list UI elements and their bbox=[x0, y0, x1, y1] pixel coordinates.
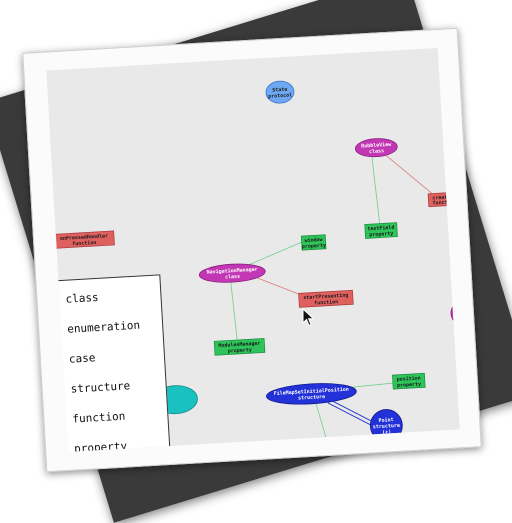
node-state-subtitle: protocol bbox=[268, 92, 292, 99]
node-point-extra: (+) bbox=[382, 429, 391, 436]
node-point-subtitle: structure bbox=[373, 423, 400, 431]
graph-canvas[interactable]: State protocol BubbleView class textFiel… bbox=[46, 47, 460, 452]
edge-file-down bbox=[315, 403, 327, 438]
node-create-title: create bbox=[432, 194, 450, 201]
node-window-title: window bbox=[304, 237, 323, 244]
node-onpressed[interactable]: onPressedHandler function bbox=[49, 230, 115, 249]
node-filemapsetinitialposition-subtitle: structure bbox=[298, 394, 325, 402]
edge-file-point-2 bbox=[327, 402, 374, 427]
node-navigationmanager[interactable]: NavigationManager class bbox=[198, 262, 266, 284]
legend-item-function: function bbox=[72, 409, 126, 426]
edge-file-point-1 bbox=[331, 400, 378, 425]
legend-box: class enumeration case structure functio… bbox=[46, 274, 173, 452]
node-window-subtitle: property bbox=[302, 243, 326, 250]
node-startpresenting[interactable]: startPresenting function bbox=[298, 289, 354, 308]
node-onpressed-title: onPressedHandler bbox=[60, 233, 108, 242]
node-create-subtitle: functi bbox=[432, 199, 450, 206]
node-startpresenting-subtitle: function bbox=[314, 299, 338, 306]
edge-nav-startpresent bbox=[254, 276, 300, 295]
node-state-title: State bbox=[272, 87, 287, 94]
node-point-title: Point bbox=[378, 417, 393, 424]
node-textfield-subtitle: property bbox=[369, 231, 393, 238]
legend-item-property: property bbox=[73, 439, 128, 452]
legend-item-class: class bbox=[65, 290, 99, 306]
legend-item-structure: structure bbox=[70, 379, 131, 396]
edge-bubble-textfield bbox=[371, 155, 381, 224]
node-navigationmanager-subtitle: class bbox=[225, 274, 240, 281]
node-modulesmanager[interactable]: ModulesManager property bbox=[213, 338, 266, 356]
node-bubbleview-title: BubbleView bbox=[361, 142, 392, 150]
legend-item-enumeration: enumeration bbox=[66, 318, 141, 336]
node-create[interactable]: create functi bbox=[427, 191, 460, 208]
edge-nav-modules bbox=[230, 282, 238, 341]
node-onpressed-subtitle: function bbox=[72, 240, 96, 247]
node-textfield[interactable]: textField property bbox=[364, 222, 398, 239]
edge-file-position bbox=[345, 382, 393, 389]
node-filemapsetinitialposition[interactable]: FileMapSetInitialPosition structure bbox=[266, 381, 357, 406]
node-window[interactable]: window property bbox=[300, 234, 327, 251]
node-navigationmanager-title: NavigationManager bbox=[206, 267, 257, 276]
mouse-cursor-icon bbox=[302, 308, 315, 327]
node-position[interactable]: position property bbox=[392, 372, 426, 390]
node-partial-magenta[interactable] bbox=[450, 302, 460, 324]
edge-nav-window bbox=[247, 241, 302, 266]
node-point[interactable]: Point structure (+) bbox=[369, 409, 403, 443]
node-textfield-title: textField bbox=[367, 225, 394, 233]
node-position-subtitle: property bbox=[397, 381, 421, 388]
node-modulesmanager-title: ModulesManager bbox=[218, 341, 260, 349]
graph-svg: State protocol BubbleView class textFiel… bbox=[49, 80, 460, 445]
node-startpresenting-title: startPresenting bbox=[303, 293, 348, 302]
legend-item-case: case bbox=[68, 351, 96, 366]
node-modulesmanager-subtitle: property bbox=[228, 347, 252, 354]
node-bubbleview-subtitle: class bbox=[369, 148, 384, 155]
edge-bubble-create bbox=[385, 154, 433, 194]
node-filemapsetinitialposition-title: FileMapSetInitialPosition bbox=[274, 387, 349, 397]
node-state[interactable]: State protocol bbox=[265, 80, 295, 104]
edges bbox=[230, 154, 433, 443]
node-bubbleview[interactable]: BubbleView class bbox=[354, 137, 398, 158]
edge-point-red bbox=[393, 434, 413, 443]
node-position-title: position bbox=[396, 376, 420, 383]
photo-frame: State protocol BubbleView class textFiel… bbox=[22, 27, 482, 473]
node-partial-red[interactable] bbox=[405, 434, 429, 445]
